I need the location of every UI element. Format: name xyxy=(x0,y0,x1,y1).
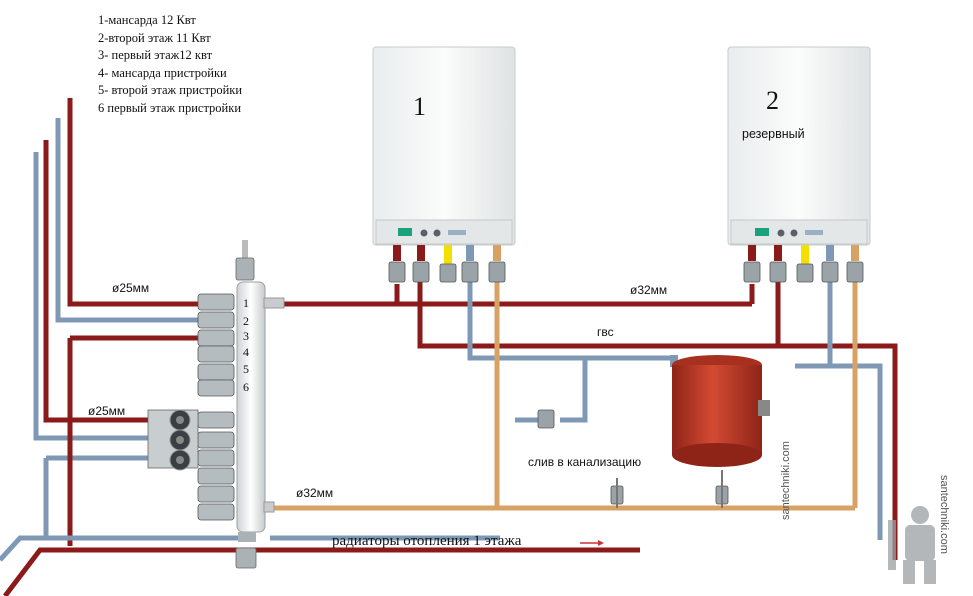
bottom-pipes xyxy=(0,535,640,596)
dhw-label: гвс xyxy=(597,325,614,339)
boiler-2-knob-left xyxy=(777,229,785,237)
watermark-text-2: santechniki.com xyxy=(938,475,950,554)
diameter-label-25-pumps: ø25мм xyxy=(88,404,126,418)
legend-item-1: 1-мансарда 12 Квт xyxy=(98,13,196,27)
circulation-pumps xyxy=(147,409,199,471)
valve-icon xyxy=(412,261,430,283)
manifold-valve-icon xyxy=(197,345,235,363)
riser-2-supply xyxy=(43,140,150,423)
drain-valve-icon xyxy=(537,409,555,429)
manifold-valve-icon xyxy=(197,467,235,485)
manifold-number-3: 3 xyxy=(243,329,249,343)
main-pipes xyxy=(270,282,898,560)
boiler-1 xyxy=(372,46,516,246)
valve-icon xyxy=(743,261,761,283)
manifold-number-5: 5 xyxy=(243,362,249,376)
manifold-valve-icon xyxy=(197,485,235,503)
boiler-2 xyxy=(727,46,871,246)
boiler-valves xyxy=(388,261,864,283)
manifold-valve-icon xyxy=(197,363,235,381)
left-riser-pipes xyxy=(33,98,200,546)
boiler-1-knob-left xyxy=(420,229,428,237)
diameter-label-32-bottom: ø32мм xyxy=(296,486,334,500)
valve-icon xyxy=(796,263,814,283)
valve-icon xyxy=(769,261,787,283)
riser-2-return xyxy=(33,152,150,441)
valve-icon xyxy=(488,261,506,283)
watermark-text-1: santechniki.com xyxy=(780,441,792,520)
manifold-valve-icon xyxy=(197,311,235,329)
boiler2-return-blue xyxy=(795,282,833,369)
riser-1-supply xyxy=(67,98,200,307)
diameter-label-25-top: ø25мм xyxy=(112,281,150,295)
bottom-return-pipe xyxy=(0,535,240,562)
legend-item-5: 5- второй этаж пристройки xyxy=(98,83,243,97)
boiler-1-connections xyxy=(393,245,501,265)
diameter-label-32-top: ø32мм xyxy=(630,283,668,297)
boiler-2-label: резервный xyxy=(742,127,805,141)
boiler-2-knob-right xyxy=(790,229,798,237)
valve-icon xyxy=(388,261,406,283)
manifold-number-1: 1 xyxy=(243,296,249,310)
legend-item-3: 3- первый этаж12 квт xyxy=(98,48,213,62)
boiler-2-number: 2 xyxy=(766,86,779,115)
radiators-label: радиаторы отопления 1 этажа xyxy=(332,533,522,549)
legend-item-2: 2-второй этаж 11 Квт xyxy=(98,30,211,45)
manifold-valve-icon xyxy=(197,503,235,521)
boiler-1-knob-right xyxy=(433,229,441,237)
manifold-number-2: 2 xyxy=(243,314,249,328)
boiler-1-display xyxy=(398,228,412,236)
manifold-number-6: 6 xyxy=(243,380,249,394)
manifold-number-4: 4 xyxy=(243,345,249,359)
legend-item-6: 6 первый этаж пристройки xyxy=(98,100,242,115)
boiler-2-display xyxy=(755,228,769,236)
manifold-valve-icon xyxy=(197,431,235,449)
watermark-logo xyxy=(888,506,936,584)
drain-label: слив в канализацию xyxy=(528,455,642,469)
legend-item-4: 4- мансарда пристройки xyxy=(98,65,227,80)
right-blue-line xyxy=(830,363,883,540)
manifold-valve-icon xyxy=(197,293,235,311)
expansion-tank xyxy=(670,355,770,467)
manifold-valve-icon xyxy=(197,449,235,467)
bottom-supply-pipe xyxy=(3,547,640,596)
valve-icon xyxy=(846,261,864,283)
hydraulic-separator xyxy=(235,240,285,569)
valve-icon xyxy=(439,263,457,283)
boiler-2-connections xyxy=(748,245,859,265)
manifold-valve-icon xyxy=(197,379,235,397)
valve-icon xyxy=(461,261,479,283)
manifold-valves xyxy=(197,293,235,521)
legend: 1-мансарда 12 Квт 2-второй этаж 11 Квт 3… xyxy=(98,12,242,117)
manifold-valve-icon xyxy=(197,329,235,347)
dhw-line xyxy=(417,282,898,560)
boiler-1-number: 1 xyxy=(413,92,426,121)
valve-icon xyxy=(821,261,839,283)
flow-arrow xyxy=(580,540,604,546)
manifold-valve-icon xyxy=(197,411,235,429)
riser-1-return xyxy=(55,118,200,323)
